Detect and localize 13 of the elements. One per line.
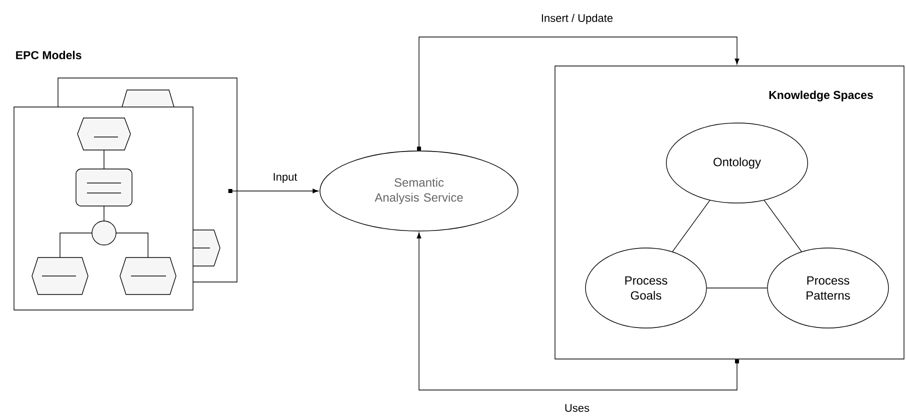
edge-label: Uses bbox=[565, 404, 590, 412]
ellipse-node: Semantic Analysis Service bbox=[320, 150, 518, 232]
connector bbox=[228, 188, 318, 194]
ellipse-node: Ontology bbox=[666, 122, 808, 204]
edge-label: Insert / Update bbox=[542, 14, 613, 24]
connector bbox=[764, 200, 802, 252]
edge-label: Input bbox=[274, 173, 298, 183]
heading: EPC Models bbox=[16, 50, 82, 60]
connector bbox=[672, 200, 710, 252]
ellipse-node: Process Patterns bbox=[767, 248, 889, 328]
connector bbox=[417, 36, 740, 151]
connector bbox=[416, 232, 739, 390]
ellipse-node: Process Goals bbox=[585, 248, 707, 328]
